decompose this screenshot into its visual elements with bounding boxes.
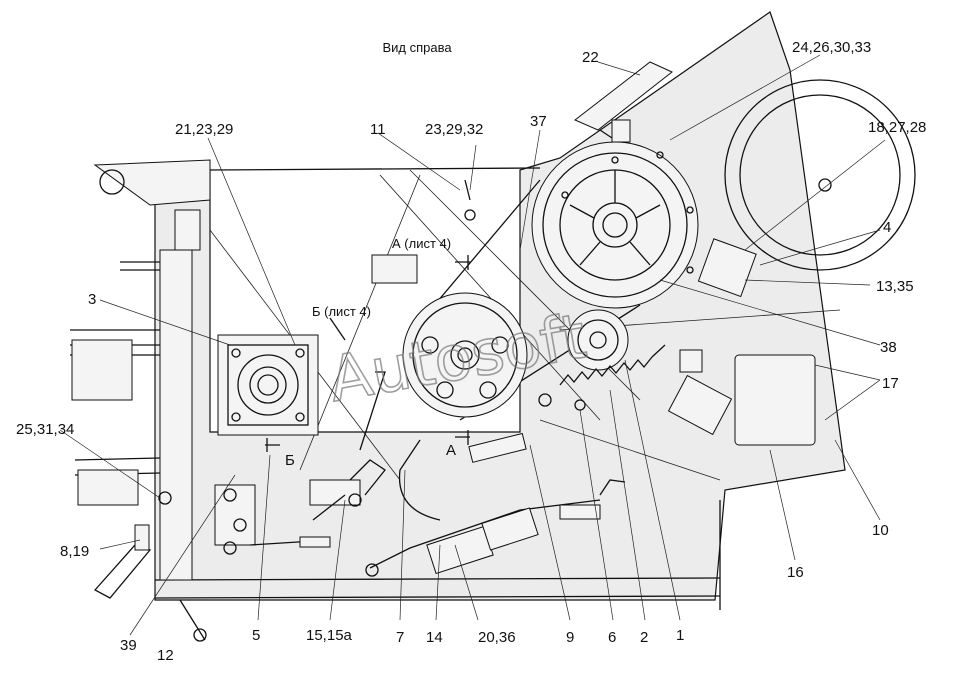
label-13-35: 13,35 <box>876 278 914 295</box>
label-22: 22 <box>582 49 599 66</box>
view-title: Вид справа <box>382 40 452 55</box>
label-5: 5 <box>252 627 260 644</box>
callout-b-mark: Б <box>285 452 295 469</box>
callout-a-mark: А <box>446 442 456 459</box>
label-37: 37 <box>530 113 547 130</box>
label-21-23-29: 21,23,29 <box>175 121 233 138</box>
callout-a-sheet4: А (лист 4) <box>392 236 451 251</box>
label-9: 9 <box>566 629 574 646</box>
label-38: 38 <box>880 339 897 356</box>
label-15-15a: 15,15а <box>306 627 353 644</box>
label-23-29-32: 23,29,32 <box>425 121 483 138</box>
label-11: 11 <box>370 121 386 138</box>
leader-lines <box>59 54 886 636</box>
label-2: 2 <box>640 629 648 646</box>
label-18-27-28: 18,27,28 <box>868 119 926 136</box>
label-3: 3 <box>88 291 96 308</box>
label-6: 6 <box>608 629 616 646</box>
large-pulley <box>531 141 699 309</box>
label-4: 4 <box>883 219 891 236</box>
machine-body <box>70 11 916 642</box>
label-8-19: 8,19 <box>60 543 89 560</box>
label-24-26-30-33: 24,26,30,33 <box>792 39 871 56</box>
bearing-housing <box>217 334 319 436</box>
medium-pulley <box>402 292 528 418</box>
linkage-parts <box>158 179 816 577</box>
label-17: 17 <box>882 375 899 392</box>
callout-b-sheet4: Б (лист 4) <box>312 304 371 319</box>
label-39: 39 <box>120 637 137 654</box>
label-20-36: 20,36 <box>478 629 516 646</box>
label-10: 10 <box>872 522 889 539</box>
label-14: 14 <box>426 629 443 646</box>
top-cover-22 <box>574 61 673 143</box>
part-labels: 22 24,26,30,33 18,27,28 4 13,35 38 17 10… <box>16 39 926 664</box>
label-1: 1 <box>676 627 684 644</box>
label-16: 16 <box>787 564 804 581</box>
label-25-31-34: 25,31,34 <box>16 421 74 438</box>
tensioner-pulley <box>538 309 666 411</box>
label-12: 12 <box>157 647 174 664</box>
label-7: 7 <box>396 629 404 646</box>
